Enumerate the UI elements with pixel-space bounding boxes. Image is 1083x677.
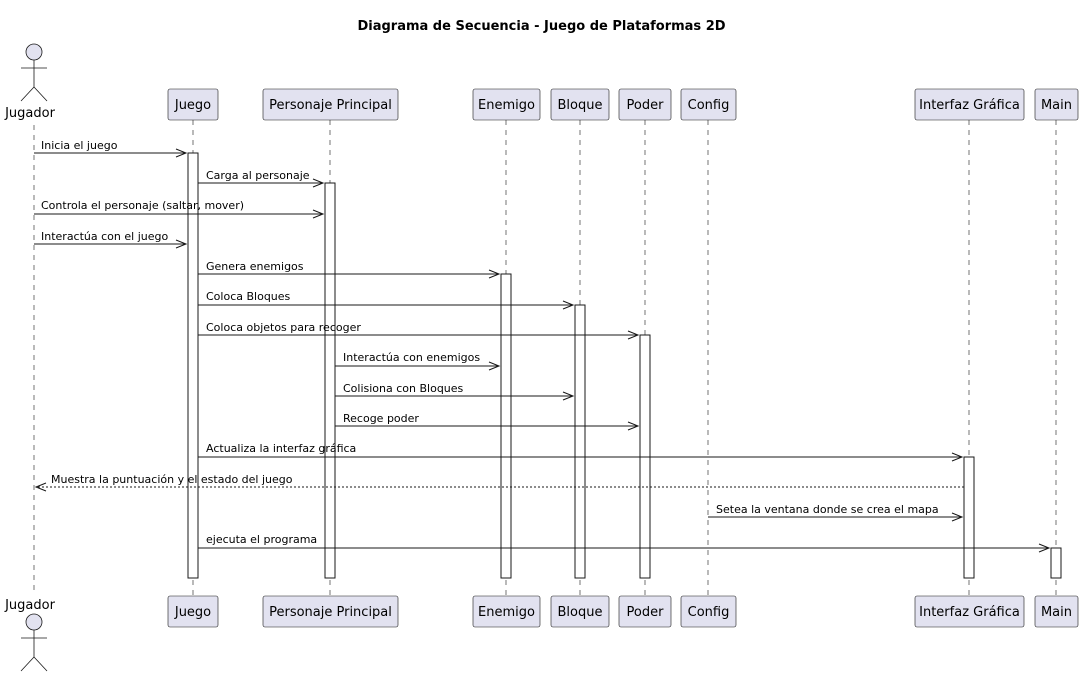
participant-interfaz: Interfaz Gráfica	[914, 88, 1025, 121]
message-arrow: Setea la ventana donde se crea el mapa	[708, 503, 964, 522]
participant-label: Personaje Principal	[269, 98, 392, 113]
participant-config: Config	[680, 595, 737, 628]
messages: Inicia el juego Carga al personaje Contr…	[34, 139, 1051, 553]
participant-enemigo: Enemigo	[472, 88, 541, 121]
participant-juego: Juego	[167, 88, 219, 121]
message-arrow: Actualiza la interfaz gráfica	[198, 442, 964, 462]
message-arrow: ejecuta el programa	[198, 533, 1051, 553]
message-arrow: Colisiona con Bloques	[335, 382, 575, 401]
participant-enemigo: Enemigo	[472, 595, 541, 628]
message-label: Genera enemigos	[206, 260, 304, 273]
message-arrow: Controla el personaje (saltar, mover)	[34, 199, 325, 219]
participant-main: Main	[1034, 88, 1079, 121]
actor-jugador-bottom: Jugador	[4, 598, 56, 672]
actor-jugador-top: Jugador	[4, 43, 56, 121]
message-label: ejecuta el programa	[206, 533, 317, 546]
participant-label: Interfaz Gráfica	[919, 605, 1020, 620]
message-label: Coloca Bloques	[206, 290, 291, 303]
actor-icon	[20, 613, 48, 672]
message-arrow: Coloca objetos para recoger	[198, 321, 640, 340]
participant-label: Personaje Principal	[269, 605, 392, 620]
activation-interfaz	[963, 456, 975, 579]
message-label: Coloca objetos para recoger	[206, 321, 361, 334]
message-arrow: Coloca Bloques	[198, 290, 575, 310]
participant-label: Bloque	[558, 98, 603, 113]
message-label: Muestra la puntuación y el estado del ju…	[51, 473, 293, 486]
message-label: Setea la ventana donde se crea el mapa	[716, 503, 939, 516]
message-label: Controla el personaje (saltar, mover)	[41, 199, 244, 212]
participant-label: Enemigo	[478, 98, 535, 113]
actor-label: Jugador	[4, 598, 55, 613]
participant-bloque: Bloque	[550, 595, 610, 628]
activation-juego	[187, 152, 199, 579]
participant-personaje: Personaje Principal	[262, 88, 399, 121]
message-label: Actualiza la interfaz gráfica	[206, 442, 356, 455]
message-label: Inicia el juego	[41, 139, 118, 152]
participant-personaje: Personaje Principal	[262, 595, 399, 628]
participant-label: Interfaz Gráfica	[919, 98, 1020, 113]
participant-bloque: Bloque	[550, 88, 610, 121]
participant-label: Main	[1041, 605, 1072, 620]
activation-main	[1050, 547, 1062, 579]
participant-juego: Juego	[167, 595, 219, 628]
message-label: Colisiona con Bloques	[343, 382, 464, 395]
message-arrow: Inicia el juego	[34, 139, 188, 158]
message-label: Recoge poder	[343, 412, 419, 425]
participant-poder: Poder	[618, 88, 672, 121]
participant-label: Poder	[627, 605, 665, 620]
participant-interfaz: Interfaz Gráfica	[914, 595, 1025, 628]
participant-main: Main	[1034, 595, 1079, 628]
message-arrow: Interactúa con el juego	[34, 230, 188, 249]
participant-label: Juego	[174, 98, 211, 113]
message-label: Interactúa con enemigos	[343, 351, 480, 364]
participant-label: Enemigo	[478, 605, 535, 620]
message-label: Carga al personaje	[206, 169, 310, 182]
activation-personaje	[324, 182, 336, 579]
participant-config: Config	[680, 88, 737, 121]
participant-label: Poder	[627, 98, 665, 113]
participant-label: Juego	[174, 605, 211, 620]
actor-icon	[20, 43, 48, 102]
actor-label: Jugador	[4, 106, 55, 121]
participant-label: Bloque	[558, 605, 603, 620]
participant-label: Config	[688, 98, 730, 113]
participant-label: Main	[1041, 98, 1072, 113]
participants-top: Juego Personaje Principal Enemigo Bloque…	[167, 88, 1079, 121]
message-label: Interactúa con el juego	[41, 230, 168, 243]
participants-bottom: Juego Personaje Principal Enemigo Bloque…	[167, 595, 1079, 628]
message-arrow: Carga al personaje	[198, 169, 325, 188]
message-arrow: Recoge poder	[335, 412, 640, 431]
message-arrow: Interactúa con enemigos	[335, 351, 501, 371]
message-return-arrow: Muestra la puntuación y el estado del ju…	[34, 473, 964, 492]
activation-bloque	[574, 304, 586, 579]
participant-label: Config	[688, 605, 730, 620]
message-arrow: Genera enemigos	[198, 260, 501, 279]
participant-poder: Poder	[618, 595, 672, 628]
lifelines	[33, 120, 1057, 595]
diagram-title: Diagrama de Secuencia - Juego de Platafo…	[357, 19, 725, 34]
